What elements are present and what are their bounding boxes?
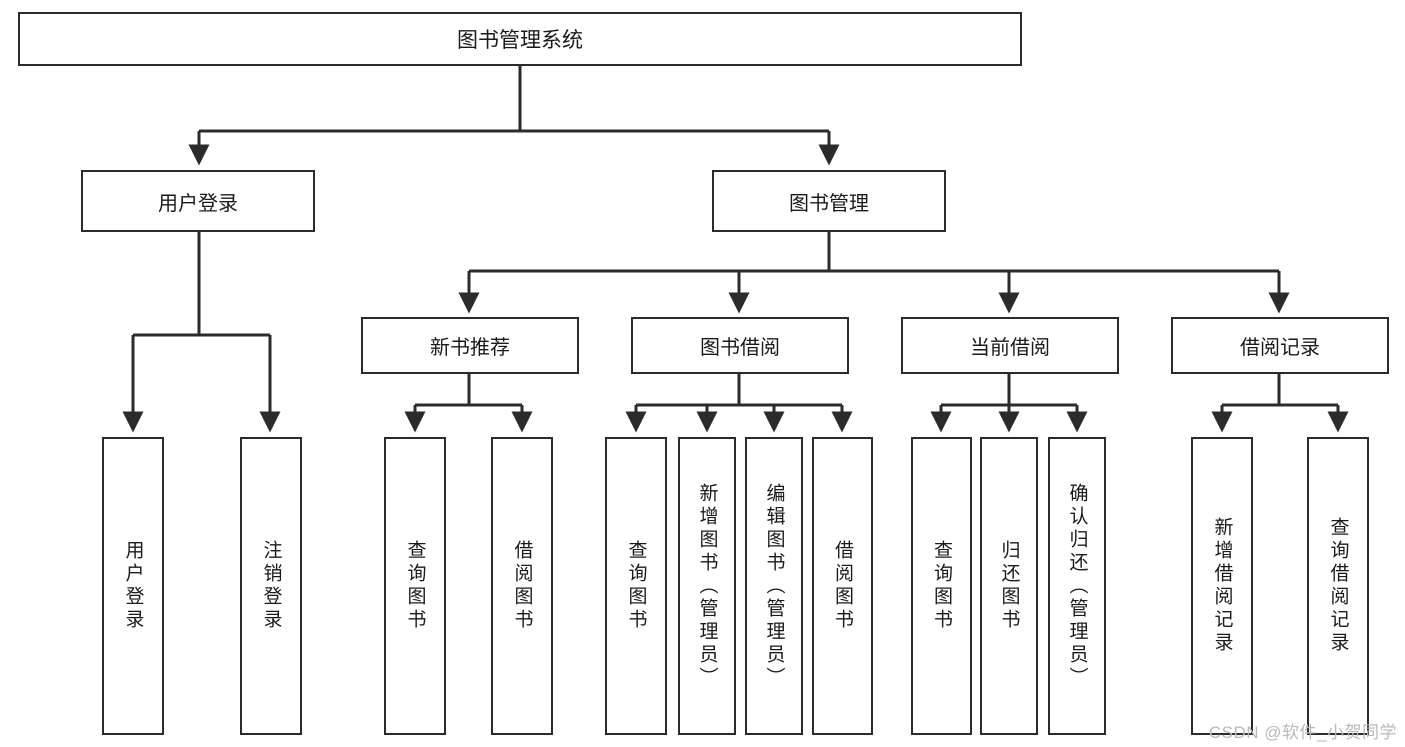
leaf-query-record-label: 查询借阅记录 [1327, 517, 1349, 655]
leaf-borrow-book-2[interactable]: 借阅图书 [812, 437, 873, 735]
leaf-query-book-3[interactable]: 查询图书 [911, 437, 972, 735]
leaf-user-login-label: 用户登录 [122, 540, 144, 632]
leaf-borrow-book-2-label: 借阅图书 [832, 540, 853, 632]
node-book-manage[interactable]: 图书管理 [712, 170, 946, 232]
leaf-confirm-return-label: 确认归还（管理员） [1066, 482, 1088, 690]
node-user-login[interactable]: 用户登录 [81, 170, 315, 232]
node-new-book-rec[interactable]: 新书推荐 [361, 317, 579, 374]
leaf-query-book-1[interactable]: 查询图书 [384, 437, 446, 735]
leaf-return-book-label: 归还图书 [998, 540, 1020, 632]
csdn-watermark: CSDN @软件_小贺同学 [1208, 723, 1397, 742]
node-book-borrow[interactable]: 图书借阅 [631, 317, 849, 374]
leaf-query-record[interactable]: 查询借阅记录 [1307, 437, 1369, 735]
node-borrow-record[interactable]: 借阅记录 [1171, 317, 1389, 374]
node-book-manage-label: 图书管理 [789, 192, 869, 215]
leaf-borrow-book-1-label: 借阅图书 [511, 540, 533, 632]
leaf-query-book-2[interactable]: 查询图书 [605, 437, 667, 735]
leaf-user-login[interactable]: 用户登录 [102, 437, 164, 735]
node-user-login-label: 用户登录 [158, 192, 238, 215]
leaf-borrow-book-1[interactable]: 借阅图书 [491, 437, 553, 735]
node-root-label: 图书管理系统 [457, 29, 583, 52]
leaf-add-record[interactable]: 新增借阅记录 [1191, 437, 1253, 735]
node-book-borrow-label: 图书借阅 [700, 337, 780, 359]
node-new-book-rec-label: 新书推荐 [430, 337, 510, 359]
leaf-return-book[interactable]: 归还图书 [980, 437, 1038, 735]
node-current-borrow-label: 当前借阅 [970, 337, 1050, 359]
leaf-add-record-label: 新增借阅记录 [1211, 517, 1233, 655]
leaf-confirm-return[interactable]: 确认归还（管理员） [1048, 437, 1106, 735]
leaf-logout-label: 注销登录 [260, 540, 282, 632]
node-borrow-record-label: 借阅记录 [1240, 337, 1320, 359]
leaf-add-book-label: 新增图书（管理员） [696, 482, 718, 690]
leaf-edit-book[interactable]: 编辑图书（管理员） [745, 437, 803, 735]
leaf-query-book-3-label: 查询图书 [931, 540, 952, 632]
leaf-logout[interactable]: 注销登录 [240, 437, 302, 735]
node-root[interactable]: 图书管理系统 [18, 12, 1022, 66]
leaf-query-book-2-label: 查询图书 [625, 540, 647, 632]
node-current-borrow[interactable]: 当前借阅 [901, 317, 1119, 374]
leaf-edit-book-label: 编辑图书（管理员） [763, 482, 785, 690]
leaf-add-book[interactable]: 新增图书（管理员） [678, 437, 736, 735]
leaf-query-book-1-label: 查询图书 [404, 540, 426, 632]
